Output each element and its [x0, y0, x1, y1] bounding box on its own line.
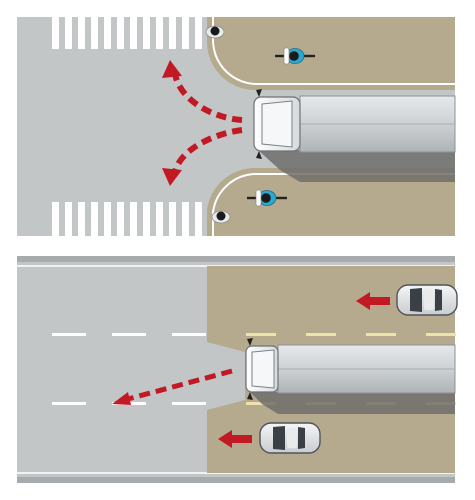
arrow-icon — [162, 127, 243, 186]
left-turn-arrow — [172, 73, 243, 123]
lane-dash — [52, 402, 86, 405]
crosswalk-stripe — [104, 17, 111, 49]
crosswalk-stripe — [169, 17, 176, 49]
lane-dash — [52, 333, 86, 336]
crosswalk-stripe — [65, 17, 72, 49]
lane-dash — [426, 333, 456, 336]
lane-dash — [366, 333, 396, 336]
crosswalk-stripe — [104, 202, 111, 236]
crosswalk-stripe — [117, 17, 124, 49]
panel-lane-crossing — [17, 256, 458, 483]
cyclist-icon — [247, 189, 287, 207]
curb-line-bottom — [212, 172, 455, 236]
road-edge-top — [17, 256, 455, 262]
crosswalk-stripe — [78, 17, 85, 49]
crosswalk-stripe — [91, 202, 98, 236]
crosswalk-stripe — [78, 202, 85, 236]
crosswalk-stripe — [65, 202, 72, 236]
crosswalk-stripe — [182, 202, 189, 236]
truck-windshield — [251, 349, 275, 389]
truck-path-arrow — [127, 368, 233, 402]
crosswalk-stripe — [195, 202, 202, 236]
arrow-icon — [112, 368, 233, 405]
crosswalk-stripe — [182, 17, 189, 49]
sidewalk-bottom — [207, 167, 455, 236]
truck-mirror-bottom — [247, 392, 253, 400]
truck-mirror-top — [247, 338, 253, 346]
crosswalk-stripe — [169, 202, 176, 236]
panel-intersection — [17, 17, 456, 236]
lane-dash — [112, 333, 146, 336]
arrow-icon — [356, 292, 390, 310]
car-icon — [396, 284, 458, 316]
pedestrian-icon — [211, 210, 231, 224]
lane-dash — [246, 402, 276, 405]
arrow-icon — [162, 60, 243, 123]
crosswalk-stripe — [117, 202, 124, 236]
truck-icon — [245, 338, 456, 400]
right-turn-arrow — [172, 127, 243, 173]
crosswalk-stripe — [52, 202, 59, 236]
crosswalk-stripe — [91, 17, 98, 49]
crosswalk-stripe — [195, 17, 202, 49]
truck-icon — [253, 89, 456, 159]
car-icon — [259, 422, 321, 454]
truck-mirror-top — [256, 89, 262, 97]
cyclist-icon — [275, 47, 315, 65]
lane-dash — [246, 333, 276, 336]
lane-dash — [172, 333, 206, 336]
lane-marking-upper — [52, 333, 456, 336]
crosswalk-stripe — [156, 202, 163, 236]
arrow-icon — [218, 430, 252, 448]
truck-windshield — [261, 100, 293, 148]
pedestrian-icon — [205, 25, 225, 39]
lane-dash — [172, 402, 206, 405]
crosswalk-stripe — [143, 202, 150, 236]
road-edge-bottom — [17, 477, 455, 483]
crosswalk-stripe — [143, 17, 150, 49]
crosswalk-bottom — [52, 202, 202, 236]
crosswalk-stripe — [130, 202, 137, 236]
sidewalk-top — [207, 17, 455, 90]
crosswalk-stripe — [130, 17, 137, 49]
crosswalk-stripe — [156, 17, 163, 49]
lane-dash — [306, 333, 336, 336]
crosswalk-stripe — [52, 17, 59, 49]
truck-mirror-bottom — [256, 151, 262, 159]
curb-line-top — [212, 17, 455, 85]
crosswalk-top — [52, 17, 202, 49]
